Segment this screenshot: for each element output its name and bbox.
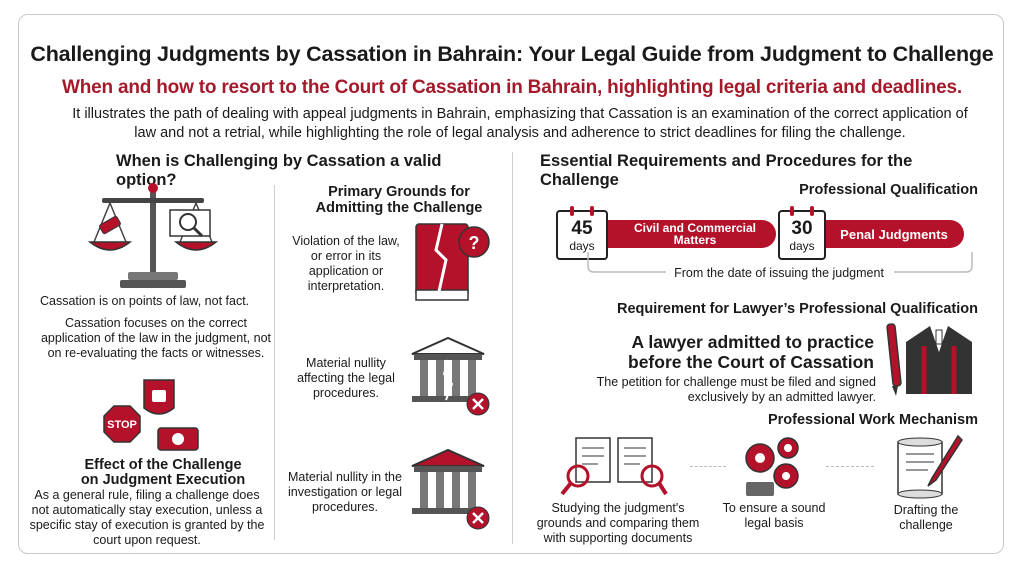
- courthouse-nullity-icon: [411, 448, 490, 530]
- left-heading: When is Challenging by Cassation a valid…: [116, 152, 442, 189]
- step-1: Studying the judgment's grounds and comp…: [536, 501, 700, 545]
- stop-execution-icon: STOP: [103, 379, 199, 451]
- ground-item-3: Material nullity in the investigation or…: [288, 470, 402, 514]
- lawyer-text: The petition for challenge must be filed…: [596, 375, 876, 404]
- deadline-civil-calendar: 45 days: [556, 206, 608, 260]
- right-heading: Essential Requirements and Procedures fo…: [540, 152, 913, 189]
- step-3: Drafting the challenge: [893, 503, 959, 532]
- law-not-fact-title: Cassation is on points of law, not fact.: [40, 294, 250, 308]
- step-connector-2: [826, 466, 874, 467]
- broken-law-book-icon: ?: [415, 223, 490, 301]
- left-divider: [274, 185, 275, 540]
- main-divider: [512, 152, 513, 544]
- pen-and-lawyer-robe-icon: [886, 323, 972, 396]
- step-connector-1: [690, 466, 726, 467]
- ground-item-1: Violation of the law, or error in its ap…: [292, 234, 400, 293]
- scales-of-justice-icon: [87, 183, 219, 288]
- lawyer-title: A lawyer admitted to practice before the…: [628, 332, 874, 372]
- effect-title: Effect of the Challenge on Judgment Exec…: [80, 457, 246, 488]
- cracked-courthouse-icon: [411, 336, 490, 416]
- deadline-penal-label: Penal Judgments: [814, 220, 964, 248]
- deadline-civil-unit: days: [569, 239, 595, 253]
- lawyer-heading: Requirement for Lawyer’s Professional Qu…: [617, 301, 978, 317]
- scroll-and-quill-icon: [897, 434, 963, 499]
- deadline-bracket: [587, 252, 973, 273]
- deadline-penal-number: 30: [791, 218, 813, 239]
- effect-text: As a general rule, filing a challenge do…: [29, 488, 265, 547]
- ground-item-2: Material nullity affecting the legal pro…: [297, 356, 395, 400]
- step-2: To ensure a sound legal basis: [722, 501, 826, 530]
- qualification-heading: Professional Qualification: [799, 182, 978, 198]
- law-not-fact-text: Cassation focuses on the correct applica…: [40, 316, 271, 360]
- deadline-civil-label: Civil and Commercial Matters: [598, 220, 776, 248]
- document-compare-icon: [560, 437, 668, 496]
- gears-icon: [745, 437, 799, 496]
- deadline-penal-calendar: 30 days: [778, 206, 826, 260]
- mechanism-heading: Professional Work Mechanism: [767, 412, 978, 428]
- svg-text:?: ?: [469, 233, 480, 253]
- deadline-note: From the date of issuing the judgment: [674, 266, 884, 280]
- stop-sign-label: STOP: [107, 419, 137, 431]
- deadline-penal-unit: days: [789, 239, 815, 253]
- page-subtitle: When and how to resort to the Court of C…: [62, 77, 962, 98]
- infographic-frame: [18, 14, 1004, 554]
- grounds-heading: Primary Grounds for Admitting the Challe…: [315, 184, 483, 216]
- deadline-civil-number: 45: [571, 218, 593, 239]
- intro-text: It illustrates the path of dealing with …: [72, 106, 968, 141]
- page-title: Challenging Judgments by Cassation in Ba…: [30, 42, 994, 66]
